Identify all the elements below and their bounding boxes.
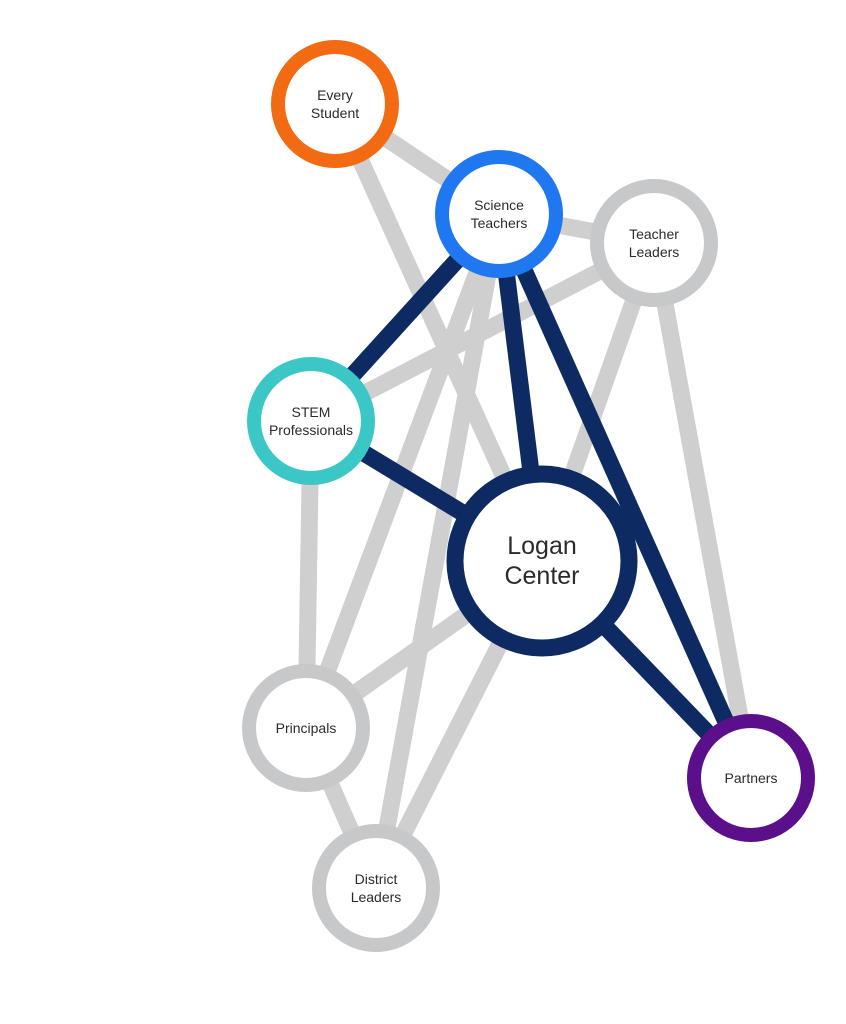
node-ring-principals bbox=[242, 664, 370, 792]
node-ring-every-student bbox=[271, 40, 399, 168]
node-label-teacher-leaders-0: Teacher bbox=[629, 226, 679, 242]
node-ring-logan-center bbox=[446, 465, 638, 657]
link-science-teachers-partners bbox=[491, 210, 759, 782]
link-teacher-leaders-stem-professionals bbox=[307, 235, 658, 429]
node-label-science-teachers-1: Teachers bbox=[471, 215, 528, 231]
node-label-teacher-leaders-1: Leaders bbox=[629, 244, 680, 260]
node-ring-science-teachers bbox=[435, 150, 563, 278]
node-label-science-teachers-0: Science bbox=[474, 197, 524, 213]
node-label-partners-0: Partners bbox=[725, 770, 778, 786]
nodes: EveryStudentScienceTeachersTeacherLeader… bbox=[242, 40, 815, 952]
node-label-logan-center-0: Logan bbox=[507, 532, 577, 560]
node-label-district-leaders-1: Leaders bbox=[351, 889, 402, 905]
node-label-every-student-0: Every bbox=[317, 87, 353, 103]
node-ring-partners bbox=[687, 714, 815, 842]
node-label-principals-0: Principals bbox=[276, 720, 337, 736]
node-label-logan-center-1: Center bbox=[504, 562, 579, 590]
node-stem-professionals[interactable]: STEM Professionals bbox=[247, 357, 375, 485]
link-teacher-leaders-partners bbox=[645, 241, 760, 780]
node-ring-district-leaders bbox=[312, 824, 440, 952]
node-ring-teacher-leaders bbox=[590, 179, 718, 307]
node-label-every-student-1: Student bbox=[311, 105, 359, 121]
node-ring-stem-professionals bbox=[247, 357, 375, 485]
node-principals[interactable]: Principals bbox=[242, 664, 370, 792]
node-label-stem-professionals-1: Professionals bbox=[269, 422, 353, 438]
node-partners[interactable]: Partners bbox=[687, 714, 815, 842]
node-label-stem-professionals-0: STEM bbox=[292, 404, 331, 420]
node-label-district-leaders-0: District bbox=[355, 871, 398, 887]
